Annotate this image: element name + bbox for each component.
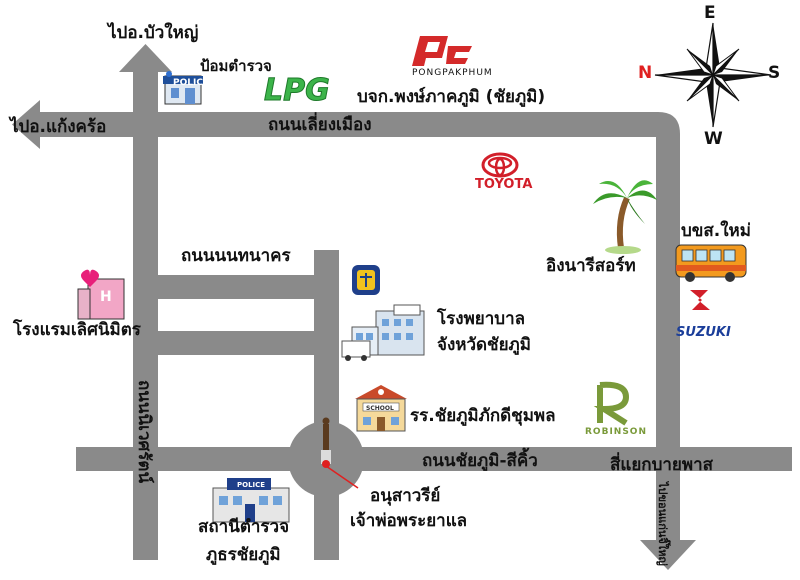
road-middle-vertical [314, 250, 339, 560]
compass-rose [654, 22, 772, 128]
pongpak-logo-text: PONGPAKPHUM [412, 68, 493, 78]
school-icon: SCHOOL [355, 385, 407, 432]
hospital-emblem-icon [352, 265, 380, 295]
bus-icon [675, 244, 747, 282]
monument-icon [321, 417, 331, 464]
label-monument-line1: อนุสาวรีย์ [370, 486, 441, 506]
label-nontanakhon: ถนนนนทนาคร [181, 246, 291, 266]
lpg-text: LPG [264, 73, 330, 108]
label-bypass-junction: สี่แยกบายพาส [610, 455, 714, 475]
police-station-icon: POLICE [212, 478, 290, 523]
svg-text:H: H [100, 289, 112, 305]
robinson-text: ROBINSON [585, 427, 647, 437]
toyota-text: TOYOTA [475, 177, 533, 192]
road-nontanakhon [158, 275, 314, 299]
label-inn-resort: อิงนารีสอร์ท [546, 256, 636, 276]
road-chaiyaphum-sikhio [76, 447, 792, 471]
monument-pointer-line [325, 465, 359, 489]
pongpak-logo [412, 36, 472, 66]
label-to-kaeng-khro: ไปอ.แก้งคร้อ [10, 117, 107, 137]
label-bypass-ring: ถนนเลี่ยงเมือง [268, 115, 372, 135]
arrow-to-bua-yai [119, 44, 172, 72]
label-new-bus-terminal: บขส.ใหม่ [681, 221, 751, 241]
label-to-bua-yai: ไปอ.บัวใหญ่ [108, 23, 199, 43]
suzuki-text: SUZUKI [676, 325, 731, 340]
label-school: รร.ชัยภูมิภักดีชุมพล [410, 406, 556, 426]
label-hospital-line1: โรงพยาบาล [437, 309, 526, 329]
police-box-icon-text: POLICE [173, 78, 210, 88]
school-icon-text: SCHOOL [366, 405, 394, 412]
hospital-building-icon [341, 304, 425, 361]
label-chaiyaphum-sikhio: ถนนชัยภูมิ-สีคิ้ว [422, 451, 538, 471]
police-station-icon-text: POLICE [237, 481, 265, 489]
label-police-station-line2: ภูธรชัยภูมิ [206, 545, 281, 565]
label-hospital-line2: จังหวัดชัยภูมิ [437, 335, 531, 355]
road-nivetrat [133, 70, 158, 560]
hotel-icon: H [77, 269, 125, 320]
label-police-box: ป้อมตำรวจ [200, 57, 272, 75]
robinson-logo [593, 381, 630, 426]
compass-label-w: W [704, 129, 723, 149]
arrow-to-khon-kaen [640, 540, 696, 570]
label-pongpak: บจก.พงษ์ภาคภูมิ (ชัยภูมิ) [357, 87, 546, 107]
label-hotel: โรงแรมเลิศนิมิตร [13, 320, 141, 340]
monument-marker [322, 460, 330, 468]
label-monument-line2: เจ้าพ่อพระยาแล [350, 511, 468, 531]
lpg-logo: LPG [264, 73, 331, 109]
label-to-khon-kaen: ไปขอนแก่นจิ๊ใหญ่ [656, 482, 669, 566]
suzuki-logo [690, 290, 710, 310]
compass-label-s: S [768, 63, 781, 83]
toyota-logo [481, 152, 519, 178]
compass-label-n: N [638, 63, 653, 83]
compass-label-e: E [704, 3, 716, 23]
road-short-horizontal [158, 331, 314, 355]
label-police-station-line1: สถานีตำรวจ [198, 517, 290, 537]
palm-tree-icon [593, 180, 657, 254]
label-nivetrat: ถนนนิเวศรัตน์ [134, 380, 154, 484]
arrow-to-kaeng-khro [12, 100, 40, 149]
police-box-icon [163, 71, 203, 105]
